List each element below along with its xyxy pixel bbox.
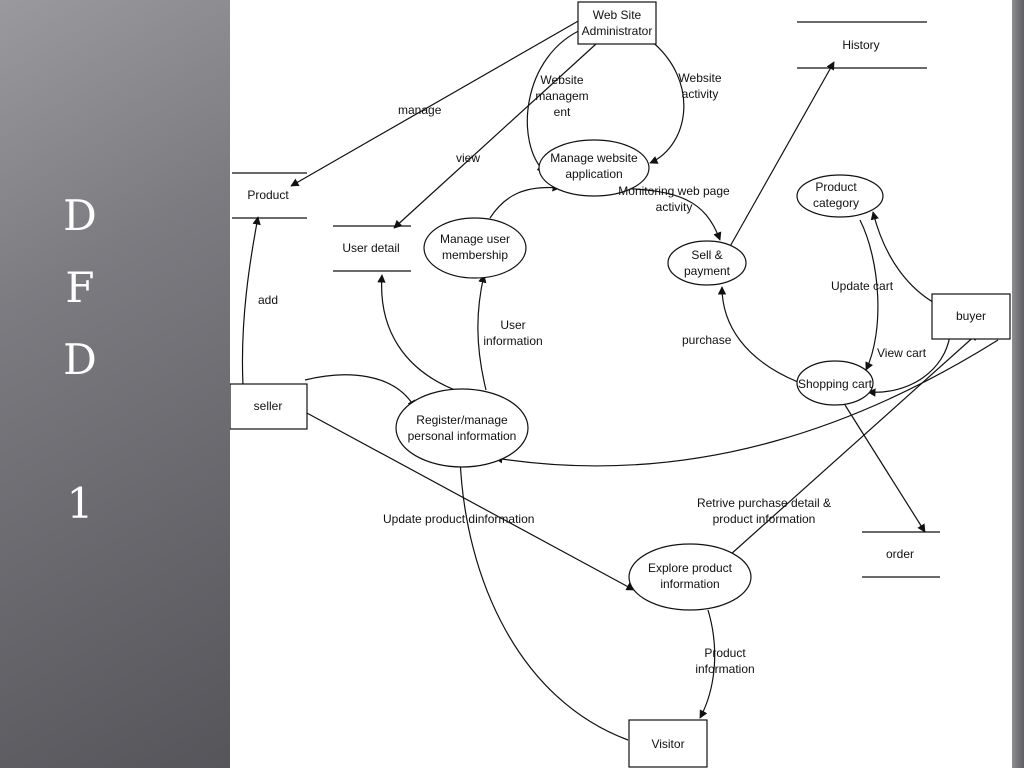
flow-monitoring-label-2: activity — [656, 200, 693, 214]
entity-admin-label-1: Web Site — [593, 8, 642, 22]
process-product-category-label-1: Product — [815, 180, 857, 194]
process-manage-membership — [423, 217, 527, 279]
process-sell-payment — [667, 240, 747, 286]
flow-buyer-to-category — [870, 211, 939, 306]
process-explore-label-1: Explore product — [648, 561, 733, 575]
process-manage-membership-label-2: membership — [442, 248, 508, 262]
flow-website-management-label-1: Website — [540, 73, 583, 87]
process-sell-payment-label-2: payment — [684, 264, 731, 278]
flow-user-information-label-2: information — [483, 334, 542, 348]
dfd-level-1-diagram: Web Site Administrator seller buyer Visi… — [230, 1, 1011, 768]
title-letter-1: 1 — [66, 479, 94, 528]
entity-admin-box — [577, 1, 657, 45]
flow-retrive — [729, 332, 979, 556]
flow-retrive-label-2: product information — [713, 512, 816, 526]
flow-add-label: add — [258, 293, 278, 307]
process-register-label-2: personal information — [408, 429, 517, 443]
right-edge-strip — [1012, 0, 1024, 768]
flow-monitoring — [614, 187, 722, 241]
store-product-label: Product — [247, 188, 289, 202]
flow-website-activity-label-1: Website — [678, 71, 721, 85]
slide-title: D F D 1 — [50, 180, 110, 540]
flow-purchase — [717, 286, 799, 383]
diagram-canvas: Web Site Administrator seller buyer Visi… — [230, 0, 1012, 768]
entity-buyer-label: buyer — [956, 309, 986, 323]
entity-seller-label: seller — [254, 399, 283, 413]
flow-manage-label: manage — [398, 103, 442, 117]
flow-website-management-label-2: managem — [535, 89, 588, 103]
entity-admin-label-2: Administrator — [582, 24, 653, 38]
store-history-label: History — [842, 38, 879, 52]
flow-user-information-label-1: User — [500, 318, 525, 332]
flow-website-management-label-3: ent — [554, 105, 571, 119]
store-user-detail-label: User detail — [342, 241, 399, 255]
flow-monitoring-label-1: Monitoring web page — [618, 184, 730, 198]
process-explore — [628, 543, 752, 611]
flow-cart-to-order — [844, 404, 926, 533]
entity-visitor-label: Visitor — [651, 737, 684, 751]
title-letter-f: F — [65, 263, 95, 312]
title-letter-d2: D — [63, 335, 97, 384]
flow-user-information — [477, 274, 487, 391]
flow-view-label: view — [456, 151, 480, 165]
entity-seller-box — [230, 383, 308, 430]
process-product-category — [796, 174, 884, 218]
flow-update-cart — [859, 219, 879, 371]
flow-view-cart-label: View cart — [877, 346, 927, 360]
process-register — [395, 388, 529, 468]
process-register-label-1: Register/manage — [416, 413, 508, 427]
flow-update-product — [304, 411, 635, 591]
process-shopping-cart — [796, 360, 874, 406]
process-manage-website-label-1: Manage website — [550, 151, 638, 165]
flow-product-information-label-1: Product — [704, 646, 746, 660]
entity-buyer-box — [931, 293, 1011, 340]
store-order-label: order — [886, 547, 914, 561]
flow-product-information — [699, 609, 716, 719]
flow-view — [393, 43, 597, 229]
flow-update-cart-label: Update cart — [831, 279, 894, 293]
flow-website-activity-label-2: activity — [682, 87, 719, 101]
flow-purchase-label: purchase — [682, 333, 732, 347]
flow-update-product-label: Update product dinformation — [383, 512, 534, 526]
flow-add — [241, 216, 261, 386]
process-sell-payment-label-1: Sell & — [691, 248, 722, 262]
flow-visitor-to-register — [456, 457, 629, 741]
flow-register-to-user-detail — [377, 274, 456, 391]
flow-seller-to-register — [304, 374, 416, 409]
process-manage-website — [538, 139, 650, 197]
flow-website-management — [526, 27, 586, 173]
flow-to-history — [727, 61, 835, 251]
flow-website-activity — [649, 39, 685, 164]
entity-visitor-box — [628, 719, 708, 768]
process-product-category-label-2: category — [813, 196, 859, 210]
flow-membership-to-website — [489, 183, 561, 219]
flow-manage — [290, 19, 581, 187]
left-panel: D F D 1 — [0, 0, 230, 768]
process-shopping-cart-label: Shopping cart — [798, 377, 873, 391]
title-letter-d1: D — [63, 191, 97, 240]
process-manage-website-label-2: application — [565, 167, 622, 181]
flow-buyer-to-register — [494, 339, 999, 467]
process-manage-membership-label-1: Manage user — [440, 232, 510, 246]
flow-retrive-label-1: Retrive purchase detail & — [697, 496, 831, 510]
flow-product-information-label-2: information — [695, 662, 754, 676]
process-explore-label-2: information — [660, 577, 719, 591]
flow-view-cart — [867, 334, 951, 397]
